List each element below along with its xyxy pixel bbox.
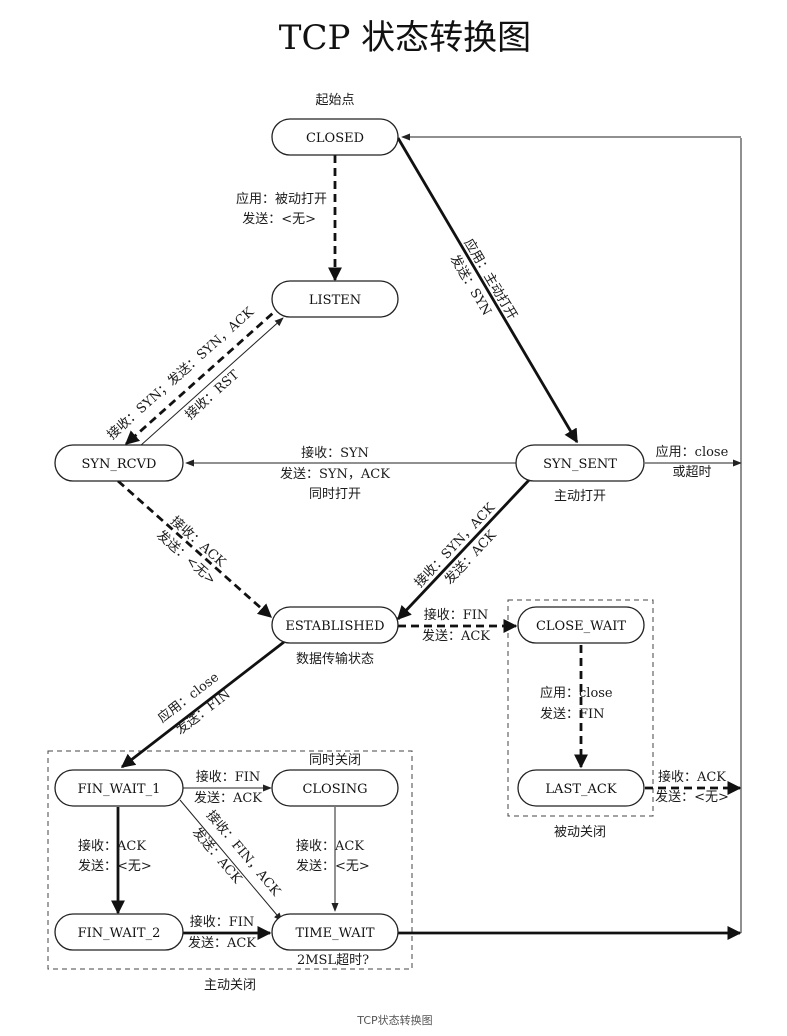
note-active-close: 主动关闭	[204, 978, 256, 993]
diagram-title: TCP 状态转换图	[279, 18, 531, 58]
state-label: ESTABLISHED	[285, 619, 384, 634]
active-close-region	[47, 750, 413, 970]
edge-label: 接收：ACK	[296, 838, 364, 854]
edge-label: 发送：<无>	[242, 211, 316, 227]
note-simultaneous-open: 同时打开	[309, 487, 361, 502]
edge-label: 发送：ACK	[188, 935, 256, 951]
edge-established-finwait1	[120, 640, 285, 769]
state-closed: CLOSED	[271, 118, 399, 156]
edge-label: 发送：<无>	[78, 858, 152, 874]
edge-synrcvd-listen	[139, 317, 284, 447]
state-label: FIN_WAIT_2	[78, 926, 161, 941]
state-established: ESTABLISHED	[271, 606, 399, 644]
state-listen: LISTEN	[271, 280, 399, 318]
edge-label: 接收：SYN	[301, 445, 369, 461]
edge-label: 接收：RST	[182, 367, 242, 423]
state-syn-sent: SYN_SENT	[515, 444, 645, 482]
state-label: CLOSING	[302, 782, 367, 797]
edge-label: 发送：SYN，ACK	[280, 466, 390, 482]
state-label: SYN_RCVD	[82, 457, 157, 472]
edge-label: 接收：ACK	[658, 769, 726, 785]
edge-label: 接收：FIN	[196, 769, 261, 785]
state-last-ack: LAST_ACK	[517, 769, 645, 807]
edge-label: 接收：FIN	[424, 607, 489, 623]
note-data-transfer: 数据传输状态	[296, 651, 374, 667]
edge-finwait1-timewait	[179, 799, 283, 922]
edge-label: 发送：<无>	[655, 789, 729, 805]
state-label: LISTEN	[309, 293, 361, 308]
edge-label: 接收：ACK	[78, 838, 146, 854]
state-fin-wait-1: FIN_WAIT_1	[54, 769, 184, 807]
edge-label: 应用：close	[656, 444, 729, 460]
figure-caption: TCP状态转换图	[356, 1013, 432, 1027]
state-label: FIN_WAIT_1	[78, 782, 161, 797]
state-closing: CLOSING	[271, 769, 399, 807]
edge-label: 或超时	[672, 465, 711, 480]
passive-close-region	[507, 599, 654, 817]
note-2msl-timeout: 2MSL超时?	[297, 953, 369, 968]
edge-label: 接收：FIN	[190, 914, 255, 930]
note-simultaneous-close: 同时关闭	[309, 753, 361, 768]
note-passive-close: 被动关闭	[554, 825, 606, 840]
note-active-open: 主动打开	[554, 489, 606, 504]
edge-closed-synsent	[396, 137, 579, 444]
edge-listen-synrcvd	[124, 303, 283, 446]
edge-synsent-established	[396, 478, 532, 621]
state-fin-wait-2: FIN_WAIT_2	[54, 913, 184, 951]
state-label: LAST_ACK	[545, 782, 616, 797]
state-close-wait: CLOSE_WAIT	[517, 606, 645, 644]
edge-label: 发送：ACK	[194, 790, 262, 806]
state-label: CLOSE_WAIT	[536, 619, 626, 634]
edge-label: 发送：<无>	[296, 858, 370, 874]
edge-synrcvd-established	[117, 479, 273, 619]
edge-label: 应用：close	[540, 685, 613, 701]
state-syn-rcvd: SYN_RCVD	[54, 444, 184, 482]
edge-label: 发送：ACK	[422, 628, 490, 644]
state-time-wait: TIME_WAIT	[271, 913, 399, 951]
state-label: TIME_WAIT	[295, 926, 374, 941]
state-label: CLOSED	[306, 131, 364, 146]
note-start-point: 起始点	[315, 93, 354, 108]
edge-label: 发送：FIN	[540, 706, 605, 722]
edge-label: 应用：被动打开	[236, 191, 327, 207]
state-label: SYN_SENT	[543, 457, 617, 472]
